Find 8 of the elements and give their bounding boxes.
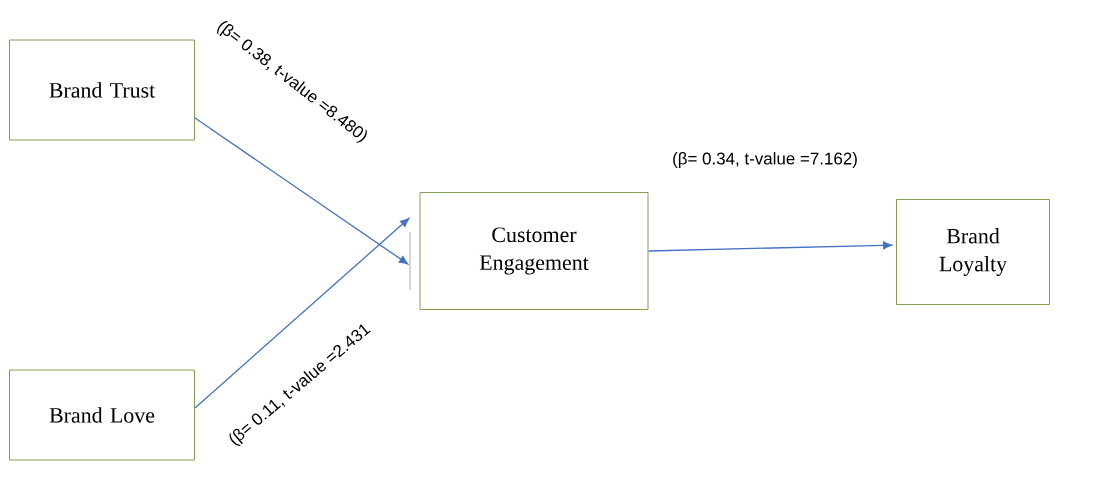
construct-box: Customer Engagement xyxy=(419,192,649,310)
edge-label: (β= 0.34, t-value =7.162) xyxy=(671,151,859,169)
arrow xyxy=(194,217,410,409)
construct-box: Brand Love xyxy=(9,369,195,461)
construct-box: Brand Loyalty xyxy=(896,199,1050,305)
arrow xyxy=(194,117,409,265)
arrow xyxy=(647,241,893,252)
construct-box: Brand Trust xyxy=(9,39,195,141)
